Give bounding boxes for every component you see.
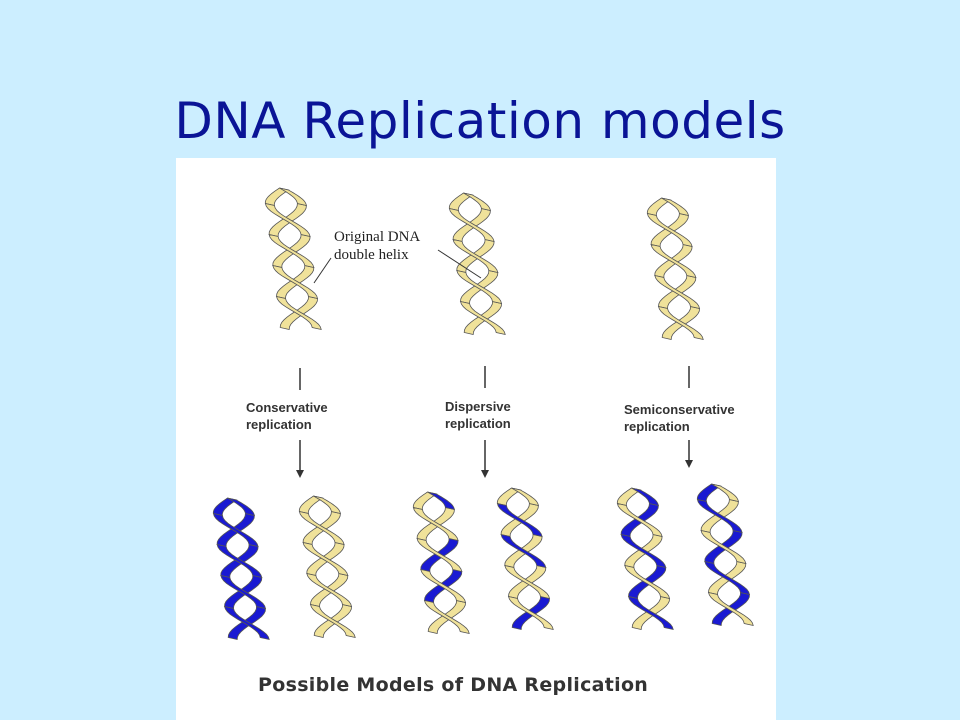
helix-strand-segment: [463, 192, 491, 212]
label-pointer-line: [313, 257, 332, 284]
helix-strand-segment: [661, 197, 689, 217]
semiconservative-label: Semiconservative replication: [624, 401, 735, 435]
conservative-label-line2: replication: [246, 417, 312, 432]
helix-strand-segment: [631, 487, 659, 507]
conservative-new-helix: [212, 497, 270, 641]
helix-strand-segment: [223, 605, 270, 641]
conservative-label-line1: Conservative: [246, 400, 328, 415]
helix-strand-segment: [459, 300, 506, 336]
figure-caption: Possible Models of DNA Replication: [258, 674, 649, 696]
dispersive-helix-2: [496, 487, 554, 631]
helix-strand-segment: [220, 574, 267, 610]
helix-strand-segment: [500, 533, 547, 569]
helix-strand-segment: [696, 498, 743, 534]
helix-strand-segment: [279, 187, 307, 207]
helix-strand-segment: [306, 572, 353, 608]
helix-strand-segment: [212, 512, 259, 548]
conservative-original-helix: [298, 495, 356, 639]
original-dna-label-line2: double helix: [334, 247, 409, 263]
original-helix-semiconservative: [646, 197, 704, 341]
helix-strand-segment: [298, 510, 345, 546]
helix-strand-segment: [711, 483, 739, 503]
original-helix-conservative: [264, 187, 322, 331]
helix-strand-segment: [704, 560, 751, 596]
helix-strand-segment: [507, 595, 554, 631]
helix-strand-segment: [416, 537, 463, 573]
helix-strand-segment: [216, 543, 263, 579]
helix-strand-segment: [423, 599, 470, 635]
helix-strand-segment: [448, 207, 495, 243]
helix-strand-segment: [511, 487, 539, 507]
semiconservative-label-line2: replication: [624, 419, 690, 434]
helix-strand-segment: [616, 502, 663, 538]
helix-strand-segment: [504, 564, 551, 600]
semiconservative-helix-2: [696, 483, 754, 627]
helix-strand-segment: [654, 274, 701, 310]
helix-strand-segment: [650, 243, 697, 279]
dispersive-label-line1: Dispersive: [445, 399, 511, 414]
helix-strand-segment: [646, 212, 693, 248]
conservative-label: Conservative replication: [246, 399, 328, 433]
original-helix-dispersive: [448, 192, 506, 336]
helix-strand-segment: [268, 233, 315, 269]
dna-replication-figure: Original DNA double helix Conservative r…: [176, 158, 776, 720]
arrow-head: [481, 470, 489, 478]
helix-strand-segment: [496, 502, 543, 538]
helix-strand-segment: [707, 591, 754, 627]
semiconservative-helix-1: [616, 487, 674, 631]
helix-strand-segment: [700, 529, 747, 565]
helix-strand-segment: [272, 264, 319, 300]
helix-strand-segment: [427, 491, 455, 511]
helix-strand-segment: [456, 269, 503, 305]
helix-strand-segment: [412, 506, 459, 542]
helix-strand-segment: [620, 533, 667, 569]
helix-strand-segment: [624, 564, 671, 600]
helix-diagram: [212, 187, 754, 641]
helix-strand-segment: [302, 541, 349, 577]
original-dna-label-line1: Original DNA: [334, 229, 421, 245]
helix-strand-segment: [627, 595, 674, 631]
dispersive-label-line2: replication: [445, 416, 511, 431]
arrow-head: [685, 460, 693, 468]
helix-strand-segment: [309, 603, 356, 639]
helix-strand-segment: [264, 202, 311, 238]
helix-strand-segment: [452, 238, 499, 274]
helix-strand-segment: [275, 295, 322, 331]
original-dna-label: Original DNA double helix: [334, 228, 420, 264]
helix-strand-segment: [313, 495, 341, 515]
dispersive-helix-1: [412, 491, 470, 635]
helix-strand-segment: [227, 497, 255, 517]
helix-strand-segment: [420, 568, 467, 604]
arrow-head: [296, 470, 304, 478]
helix-strand-segment: [657, 305, 704, 341]
label-pointer-line: [437, 249, 482, 279]
semiconservative-label-line1: Semiconservative: [624, 402, 735, 417]
dispersive-label: Dispersive replication: [445, 398, 511, 432]
slide-title: DNA Replication models: [174, 92, 786, 150]
